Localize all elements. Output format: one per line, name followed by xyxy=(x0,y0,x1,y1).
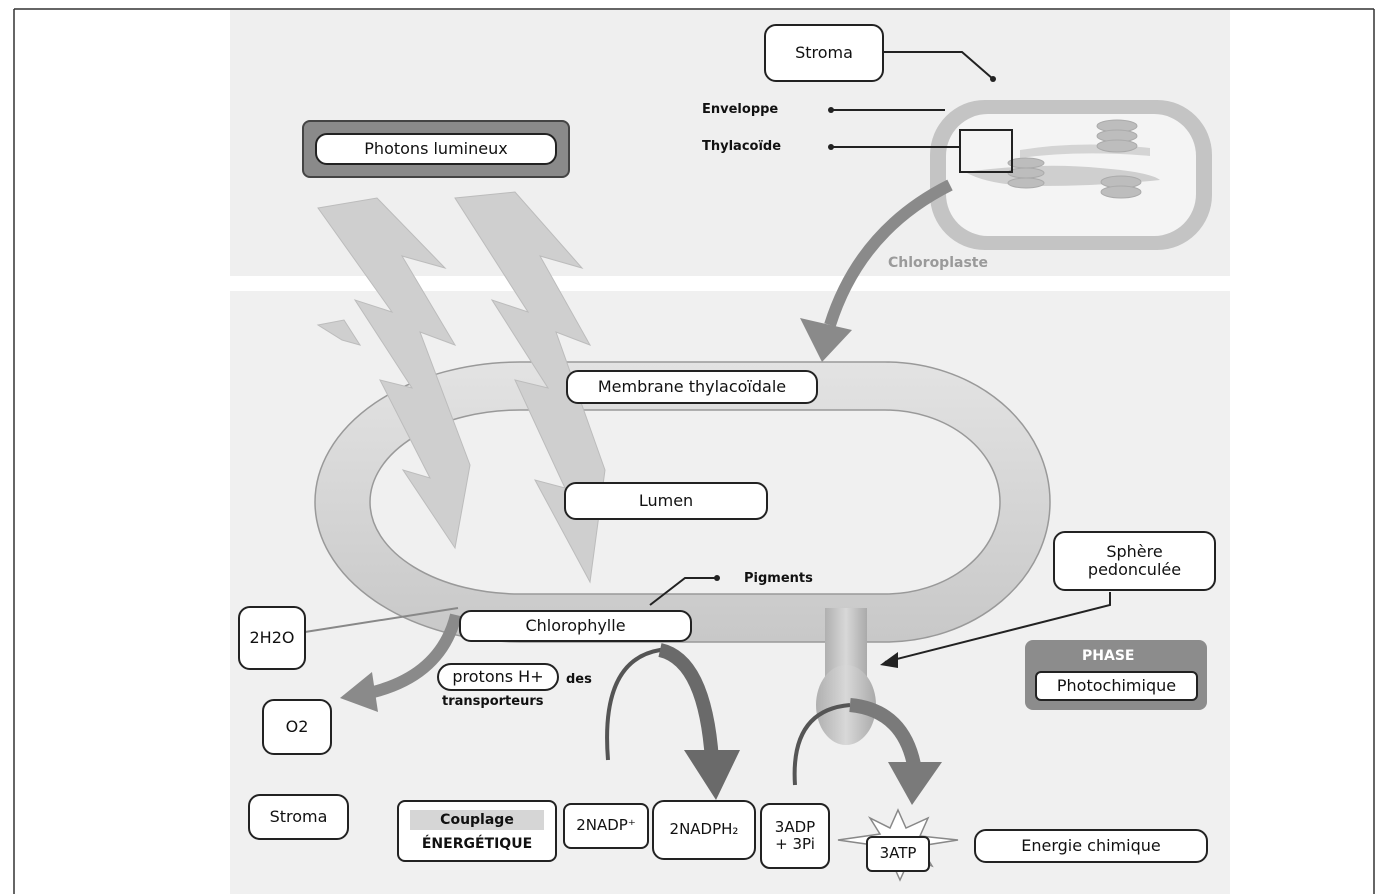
h2o-label: 2H2O xyxy=(238,606,306,670)
photochimique-label: Photochimique xyxy=(1035,671,1198,701)
enveloppe-label: Enveloppe xyxy=(702,102,779,117)
adp-line1: 3ADP xyxy=(774,817,816,836)
lumen-label: Lumen xyxy=(564,482,768,520)
adp-box: 3ADP + 3Pi xyxy=(760,803,830,869)
stroma-top-label: Stroma xyxy=(764,24,884,82)
nadp-label: 2NADP⁺ xyxy=(563,803,649,849)
membrane-label: Membrane thylacoïdale xyxy=(566,370,818,404)
protons-label: protons H+ xyxy=(437,663,559,691)
chloroplast-illustration xyxy=(930,100,1212,250)
o2-label: O2 xyxy=(262,699,332,755)
zoom-arrow xyxy=(824,179,953,327)
stroma-bottom-label: Stroma xyxy=(248,794,349,840)
pigments-label: Pigments xyxy=(744,571,813,586)
adp-line2: + 3Pi xyxy=(775,835,815,853)
atp-label: 3ATP xyxy=(866,836,930,872)
chloroplaste-label: Chloroplaste xyxy=(888,255,988,271)
des-label: des xyxy=(566,672,592,687)
chlorophylle-label: Chlorophylle xyxy=(459,610,692,642)
photons-label: Photons lumineux xyxy=(315,133,557,165)
sphere-label: Sphère pedonculée xyxy=(1053,531,1216,591)
thylacoide-label: Thylacoïde xyxy=(702,139,782,154)
energie-label: Energie chimique xyxy=(974,829,1208,863)
couplage-text: Couplage xyxy=(410,809,544,830)
phase-label: PHASE xyxy=(1082,648,1135,664)
transporteurs-label: transporteurs xyxy=(442,694,544,709)
couplage-box: Couplage ÉNERGÉTIQUE xyxy=(397,800,557,862)
sphere-text: Sphère pedonculée xyxy=(1087,541,1182,579)
nadph-label: 2NADPH₂ xyxy=(652,800,756,860)
energetique-text: ÉNERGÉTIQUE xyxy=(421,836,533,852)
thylakoid-zoom-square xyxy=(959,129,1013,173)
